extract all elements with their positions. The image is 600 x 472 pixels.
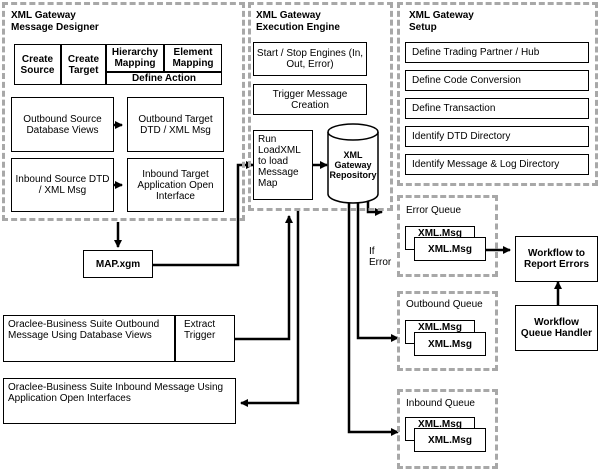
repository-label: XML Gateway Repository	[329, 150, 377, 180]
setup-title-line1: XML Gateway	[409, 10, 474, 21]
arrow-repository-to-outbound-queue	[356, 200, 399, 342]
create-target-box: Create Target	[61, 44, 106, 85]
setup-title-line2: Setup	[409, 22, 437, 33]
arrow-map-to-loadxml	[153, 161, 254, 267]
suite-inbound-box: Oraclee-Business Suite Inbound Message U…	[3, 378, 236, 424]
inbound-source-box: Inbound Source DTD / XML Msg	[11, 158, 114, 212]
if-error-label-line2: Error	[369, 257, 392, 268]
create-source-box: Create Source	[14, 44, 61, 85]
outbound-source-box: Outbound Source Database Views	[11, 97, 114, 152]
arrow-trigger-to-engine	[235, 215, 293, 341]
element-mapping-box: Element Mapping	[164, 44, 222, 72]
setup-title: XML Gateway Setup	[409, 10, 474, 34]
extract-trigger-box: Extract Trigger	[175, 315, 235, 362]
outbound-queue-title: Outbound Queue	[406, 299, 483, 310]
arrow-repository-to-inbound-queue	[347, 200, 399, 436]
message-designer-group	[2, 2, 245, 221]
setup-item-code-conversion: Define Code Conversion	[405, 70, 589, 91]
message-designer-title: XML Gateway Message Designer	[11, 10, 99, 34]
execution-engine-title: XML Gateway Execution Engine	[256, 10, 340, 34]
workflow-queue-handler-box: Workflow Queue Handler	[515, 305, 598, 351]
repository-cylinder	[327, 123, 379, 204]
execution-engine-title-line2: Execution Engine	[256, 22, 340, 33]
message-designer-title-line1: XML Gateway	[11, 10, 76, 21]
outbound-queue-group	[397, 291, 498, 371]
if-error-label-line1: If	[369, 246, 375, 257]
arrow-repository-to-error-queue	[366, 200, 383, 216]
outbound-target-box: Outbound Target DTD / XML Msg	[127, 97, 224, 152]
message-designer-title-line2: Message Designer	[11, 22, 99, 33]
hierarchy-mapping-box: Hierarchy Mapping	[106, 44, 164, 72]
error-queue-title: Error Queue	[406, 205, 462, 216]
inbound-queue-msg-front: XML.Msg	[414, 428, 486, 452]
trigger-message-creation-box: Trigger Message Creation	[253, 84, 367, 115]
outbound-queue-msg-front: XML.Msg	[414, 332, 486, 356]
map-file-box: MAP.xgm	[83, 250, 153, 278]
inbound-queue-title: Inbound Queue	[406, 398, 475, 409]
if-error-label: If Error	[369, 246, 391, 268]
setup-item-trading-partner: Define Trading Partner / Hub	[405, 42, 589, 63]
define-action-box: Define Action	[106, 72, 222, 85]
arrow-engine-to-inbound-suite	[240, 210, 300, 407]
inbound-target-box: Inbound Target Application Open Interfac…	[127, 158, 224, 212]
inbound-queue-group	[397, 389, 498, 469]
execution-engine-group	[248, 2, 393, 211]
setup-item-transaction: Define Transaction	[405, 98, 589, 119]
start-stop-engines-box: Start / Stop Engines (In, Out, Error)	[253, 42, 367, 76]
execution-engine-title-line1: XML Gateway	[256, 10, 321, 21]
setup-item-message-log-directory: Identify Message & Log Directory	[405, 154, 589, 175]
run-loadxml-box: Run LoadXML to load Message Map	[253, 130, 313, 200]
error-queue-msg-front: XML.Msg	[414, 237, 486, 261]
workflow-report-errors-box: Workflow to Report Errors	[515, 236, 598, 282]
suite-outbound-box: Oraclee-Business Suite Outbound Message …	[3, 315, 175, 362]
error-queue-group	[397, 195, 498, 277]
setup-group	[397, 2, 598, 186]
setup-item-dtd-directory: Identify DTD Directory	[405, 126, 589, 147]
